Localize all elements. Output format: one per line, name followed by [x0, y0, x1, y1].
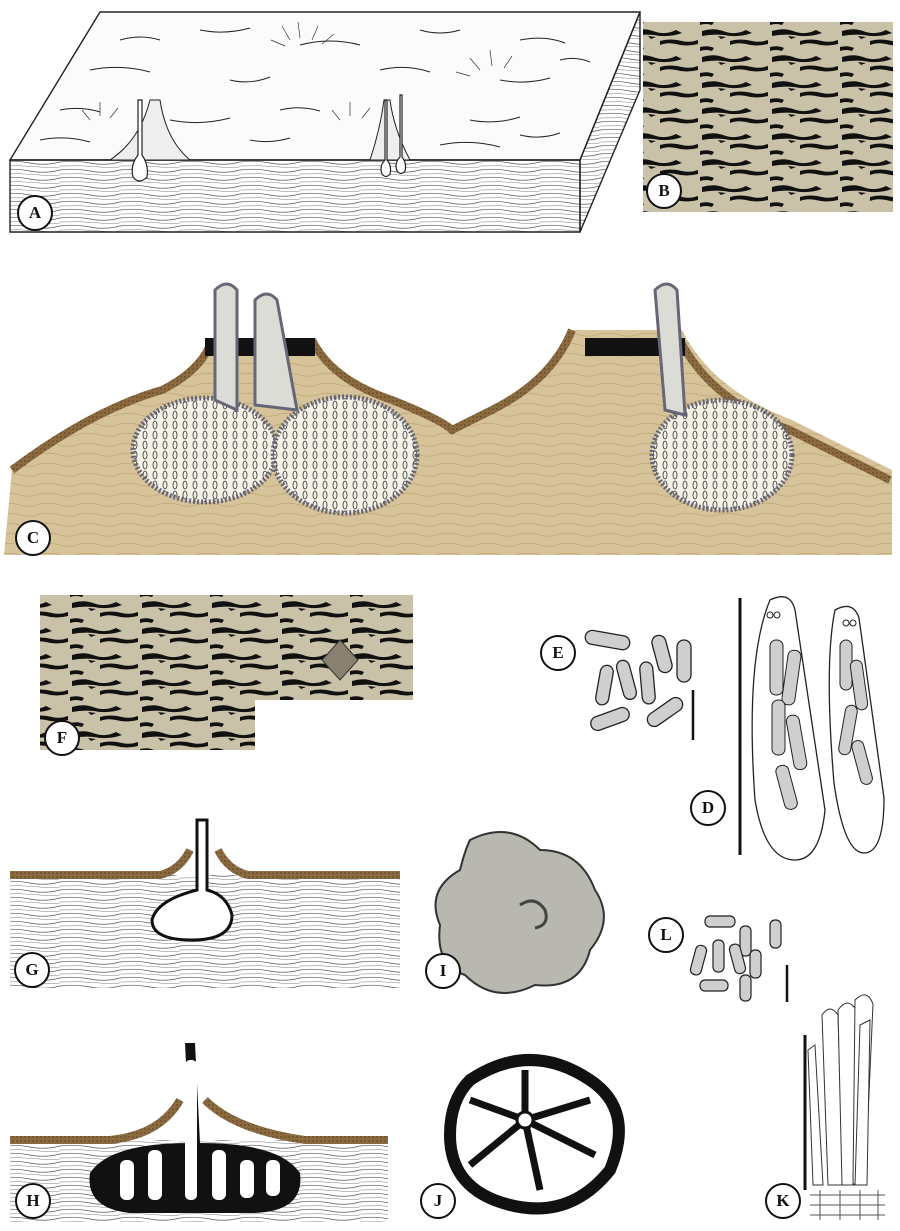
panel-j-cross-section [450, 1060, 619, 1208]
label-j: J [420, 1183, 456, 1219]
panel-e-ascospores [584, 629, 693, 740]
label-f: F [44, 720, 80, 756]
label-b: B [646, 173, 682, 209]
label-h: H [15, 1183, 51, 1219]
panel-h-section [10, 1043, 388, 1222]
panel-a-block-diagram [10, 12, 640, 232]
label-g: G [14, 952, 50, 988]
panel-k-paraphyses [805, 995, 885, 1220]
label-k: K [765, 1183, 801, 1219]
panel-d-asci [740, 597, 884, 860]
label-e: E [540, 635, 576, 671]
label-c: C [15, 520, 51, 556]
panel-g-section [10, 820, 400, 988]
panel-c-cross-section [4, 284, 892, 555]
panel-l-spores [689, 916, 787, 1002]
label-i: I [425, 953, 461, 989]
label-d: D [690, 790, 726, 826]
panel-f-bark-texture [40, 595, 413, 750]
label-a: A [17, 195, 53, 231]
label-l: L [648, 917, 684, 953]
